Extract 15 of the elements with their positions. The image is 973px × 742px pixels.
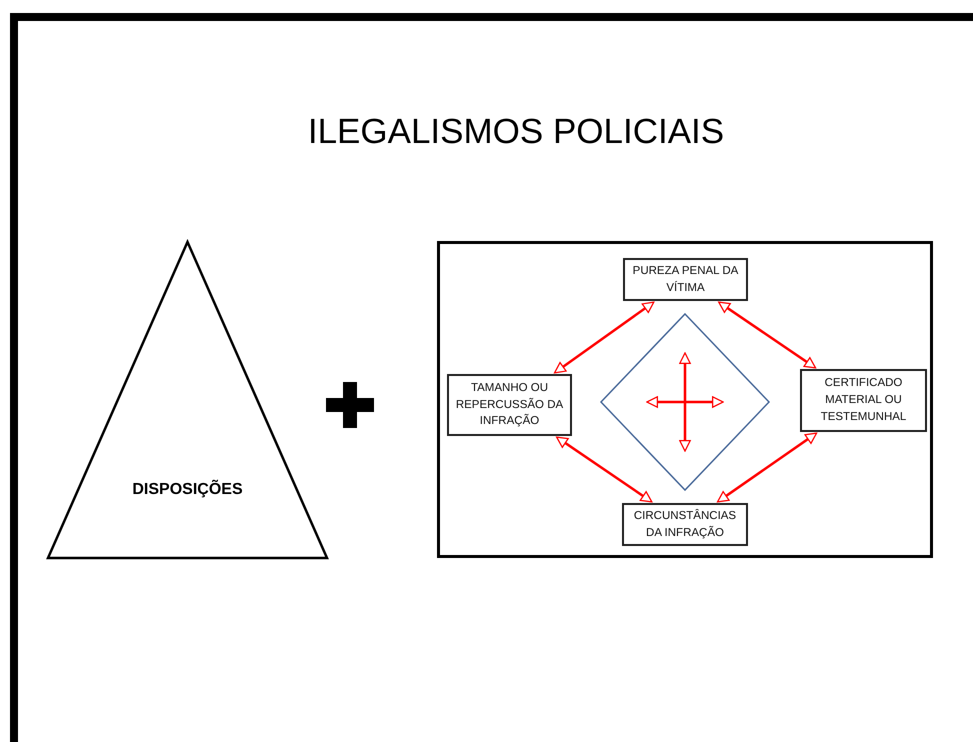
box-label: TAMANHO OU REPERCUSSÃO DA INFRAÇÃO	[454, 380, 564, 430]
text-box	[623, 258, 748, 301]
text-box	[800, 369, 927, 432]
double-arrow	[718, 301, 816, 369]
box-label: CERTIFICADO MATERIAL OU TESTEMUNHAL	[820, 376, 908, 425]
box-label: CIRCUNSTÂNCIAS DA INFRAÇÃO	[632, 508, 738, 540]
title: ILEGALISMOS POLICIAIS	[306, 112, 726, 152]
double-arrow	[554, 302, 654, 374]
text-box	[447, 374, 572, 436]
triangle-label: DISPOSIÇÕES	[131, 481, 244, 499]
frame-box	[437, 241, 933, 558]
double-arrow	[716, 432, 818, 502]
box-label: PUREZA PENAL DA VÍTIMA	[632, 264, 740, 296]
double-arrow	[556, 436, 652, 503]
text-box	[622, 503, 748, 546]
